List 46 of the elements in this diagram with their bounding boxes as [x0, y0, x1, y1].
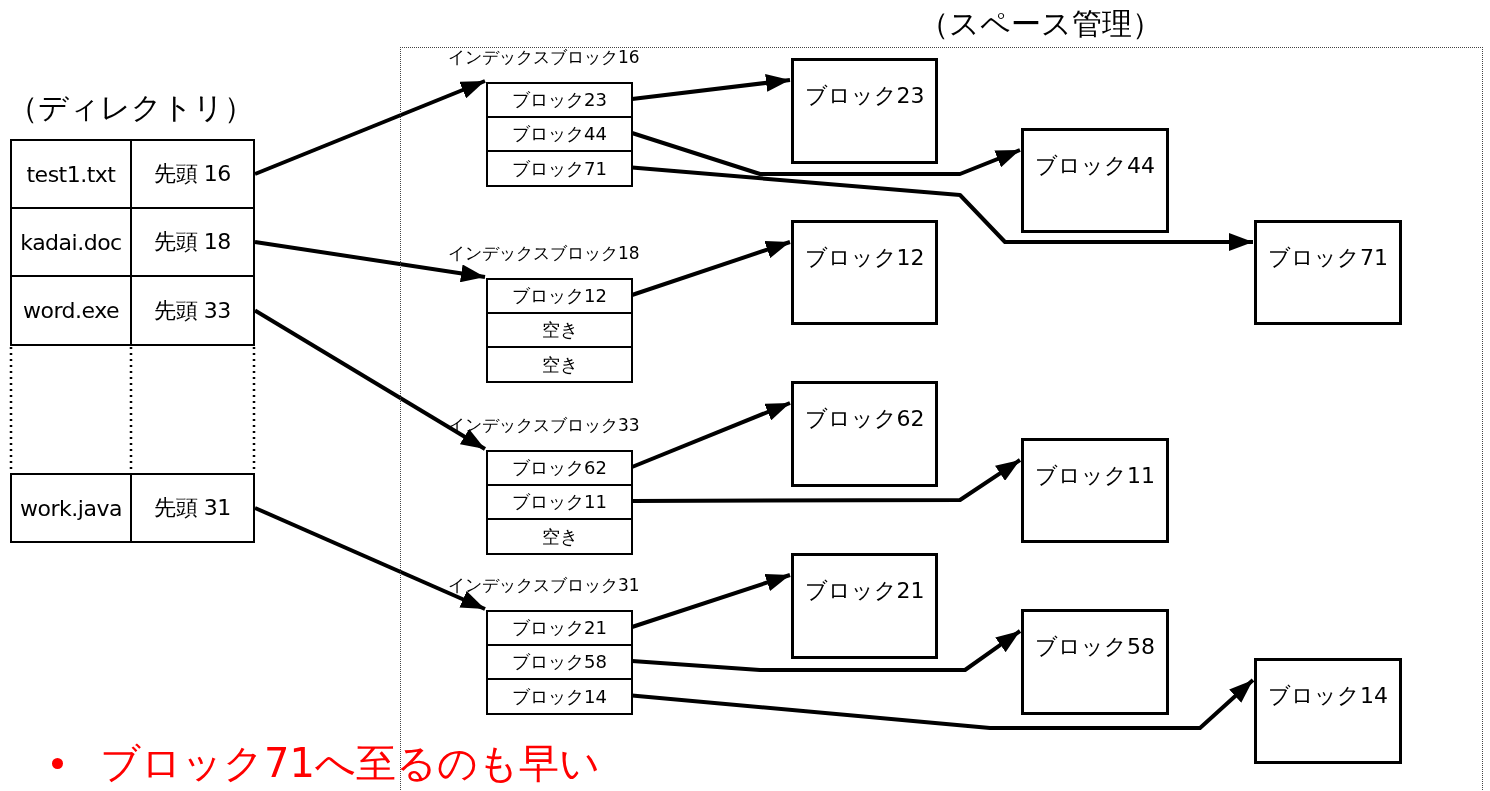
- index-entry: ブロック21: [486, 610, 633, 646]
- table-cell: test1.txt: [10, 139, 132, 209]
- arrow: [253, 308, 487, 451]
- data-block: ブロック12: [791, 220, 938, 325]
- arrow: [632, 458, 1022, 503]
- index-entry: 空き: [486, 346, 633, 383]
- index-entry: ブロック62: [486, 450, 633, 486]
- data-block: ブロック14: [1254, 658, 1402, 764]
- data-block: ブロック71: [1254, 220, 1402, 325]
- index-block-heading: インデックスブロック18: [448, 242, 640, 265]
- data-block: ブロック11: [1021, 438, 1169, 543]
- arrow: [254, 240, 486, 283]
- arrow: [254, 79, 486, 176]
- index-entry: ブロック14: [486, 678, 633, 715]
- arrow: [631, 131, 1021, 176]
- index-block-heading: インデックスブロック31: [448, 574, 640, 597]
- arrow: [631, 165, 1253, 251]
- table-cell: 先頭 31: [130, 473, 255, 543]
- table-cell: 先頭 16: [130, 139, 255, 209]
- table-heading: （ディレクトリ）: [8, 89, 254, 127]
- data-block: ブロック23: [791, 58, 938, 164]
- arrow: [631, 629, 1022, 672]
- index-entry: 空き: [486, 312, 633, 348]
- bullet-text: ブロック71へ至るのも早い: [100, 739, 600, 788]
- index-entry: ブロック23: [486, 82, 633, 118]
- arrow: [631, 240, 791, 297]
- table-cell: word.exe: [10, 275, 132, 346]
- data-block: ブロック62: [791, 381, 938, 487]
- data-block: ブロック21: [791, 553, 938, 659]
- index-block-heading: インデックスブロック16: [448, 46, 640, 69]
- index-entry: ブロック12: [486, 278, 633, 314]
- data-block: ブロック44: [1021, 128, 1169, 233]
- data-block: ブロック58: [1021, 609, 1169, 715]
- table-cell: 先頭 33: [130, 275, 255, 346]
- arrow: [631, 73, 791, 101]
- index-entry: 空き: [486, 518, 633, 555]
- index-entry: ブロック58: [486, 644, 633, 680]
- index-entry: ブロック71: [486, 150, 633, 187]
- index-entry: ブロック11: [486, 484, 633, 520]
- region-heading: （スペース管理）: [919, 5, 1162, 43]
- arrow: [631, 678, 1255, 730]
- arrow: [254, 506, 486, 611]
- arrow: [631, 401, 791, 469]
- table-cell: work.java: [10, 473, 132, 543]
- arrow: [631, 573, 791, 629]
- index-entry: ブロック44: [486, 116, 633, 152]
